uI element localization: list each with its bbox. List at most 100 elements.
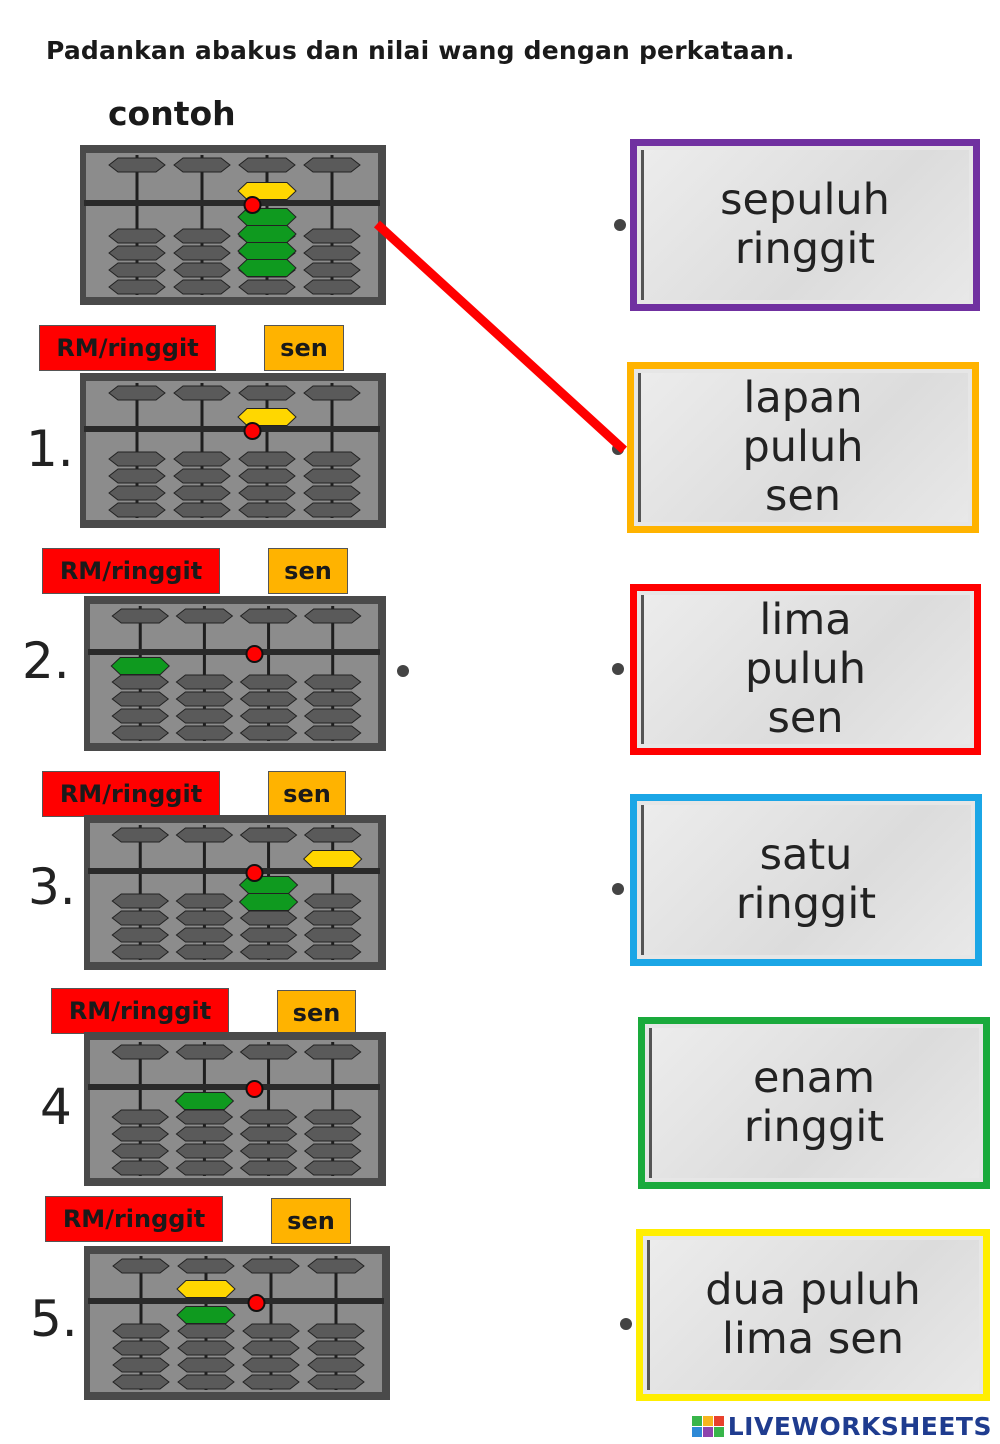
abacus-bead (175, 708, 234, 724)
abacus-bead (108, 279, 166, 295)
abacus-bead (303, 827, 362, 843)
match-dot-abacus-2[interactable] (397, 665, 409, 677)
abacus-bead (177, 1340, 235, 1356)
abacus-bead (303, 468, 361, 484)
item-number-4: 4 (40, 1078, 72, 1136)
abacus-bead (108, 502, 166, 518)
abacus-bead (238, 279, 296, 295)
abacus-bead (175, 725, 234, 741)
abacus-bead (239, 725, 298, 741)
abacus-bead (239, 674, 298, 690)
abacus-bead (112, 1374, 170, 1390)
abacus-bead (111, 691, 170, 707)
abacus-bead (239, 691, 298, 707)
abacus-bead (111, 944, 170, 960)
liveworksheets-logo: LIVEWORKSHEETS (691, 1412, 992, 1441)
abacus-bead (303, 245, 361, 261)
abacus-bead (173, 262, 231, 278)
word-card-4[interactable]: satu ringgit (630, 794, 982, 966)
abacus-bead (303, 1109, 362, 1125)
abacus-bar (88, 868, 380, 874)
abacus-bead (175, 608, 234, 624)
abacus-bead (175, 1143, 234, 1159)
card-line: satu (759, 830, 853, 880)
abacus-bead (239, 1126, 298, 1142)
abacus-bead (303, 1143, 362, 1159)
match-dot-card-1[interactable] (614, 219, 626, 231)
abacus-bead (175, 1160, 234, 1176)
abacus-bead (173, 485, 231, 501)
card-background (638, 373, 968, 522)
card-background (649, 1028, 979, 1178)
abacus-bead (239, 1044, 298, 1060)
match-dot-card-6[interactable] (620, 1318, 632, 1330)
abacus-bead (173, 279, 231, 295)
card-line: ringgit (735, 879, 877, 929)
card-line: puluh (744, 644, 866, 694)
abacus-bead (173, 228, 231, 244)
abacus-bead (303, 708, 362, 724)
abacus-item-5[interactable] (84, 1246, 390, 1400)
abacus-bead (173, 502, 231, 518)
abacus-bead (112, 1340, 170, 1356)
abacus-item-3[interactable] (84, 815, 386, 970)
abacus-bead (175, 1044, 234, 1060)
decimal-marker (245, 864, 264, 882)
card-background (641, 150, 969, 300)
abacus-bead (238, 485, 296, 501)
abacus-bead (303, 385, 361, 401)
abacus-item-4[interactable] (84, 1032, 386, 1186)
counted-upper-bead (176, 1280, 236, 1298)
abacus-bead (303, 228, 361, 244)
card-line: ringgit (734, 224, 876, 274)
abacus-bead (303, 451, 361, 467)
abacus-bar (84, 426, 380, 432)
rm-tag-1: RM/ringgit (39, 325, 216, 371)
counted-lower-bead (174, 1092, 235, 1110)
rm-tag-4: RM/ringgit (51, 988, 229, 1034)
abacus-bead (303, 485, 361, 501)
abacus-bead (303, 674, 362, 690)
abacus-bead (307, 1323, 365, 1339)
item-number-3: 3. (28, 858, 76, 916)
abacus-item-1[interactable] (80, 373, 386, 528)
abacus-bead (108, 385, 166, 401)
card-line: puluh (742, 422, 864, 472)
abacus-bead (111, 910, 170, 926)
match-dot-card-4[interactable] (612, 883, 624, 895)
abacus-bead (238, 468, 296, 484)
abacus-bead (303, 927, 362, 943)
counted-lower-bead (237, 225, 297, 243)
abacus-bead (242, 1323, 300, 1339)
abacus-bead (303, 910, 362, 926)
word-card-2[interactable]: lapan puluh sen (627, 362, 979, 533)
abacus-bead (303, 262, 361, 278)
decimal-marker (247, 1294, 266, 1312)
abacus-bead (108, 157, 166, 173)
abacus-bead (108, 468, 166, 484)
decimal-marker (245, 1080, 264, 1098)
word-card-1[interactable]: sepuluh ringgit (630, 139, 980, 311)
abacus-bead (238, 157, 296, 173)
abacus-bead (177, 1323, 235, 1339)
abacus-bead (242, 1374, 300, 1390)
card-background (641, 595, 970, 744)
abacus-bead (238, 385, 296, 401)
abacus-bead (303, 1126, 362, 1142)
word-card-3[interactable]: lima puluh sen (630, 584, 981, 755)
counted-upper-bead (237, 182, 297, 200)
counted-lower-bead (238, 893, 299, 911)
card-background (641, 805, 971, 955)
word-card-6[interactable]: dua puluh lima sen (636, 1229, 990, 1401)
abacus-bead (242, 1340, 300, 1356)
card-background (647, 1240, 979, 1390)
abacus-item-2[interactable] (84, 596, 386, 751)
abacus-bead (175, 1126, 234, 1142)
abacus-bead (175, 893, 234, 909)
abacus-bead (173, 451, 231, 467)
match-dot-card-2[interactable] (612, 443, 624, 455)
match-dot-card-3[interactable] (612, 663, 624, 675)
decimal-marker (243, 422, 262, 440)
word-card-5[interactable]: enam ringgit (638, 1017, 990, 1189)
abacus-bead (239, 708, 298, 724)
